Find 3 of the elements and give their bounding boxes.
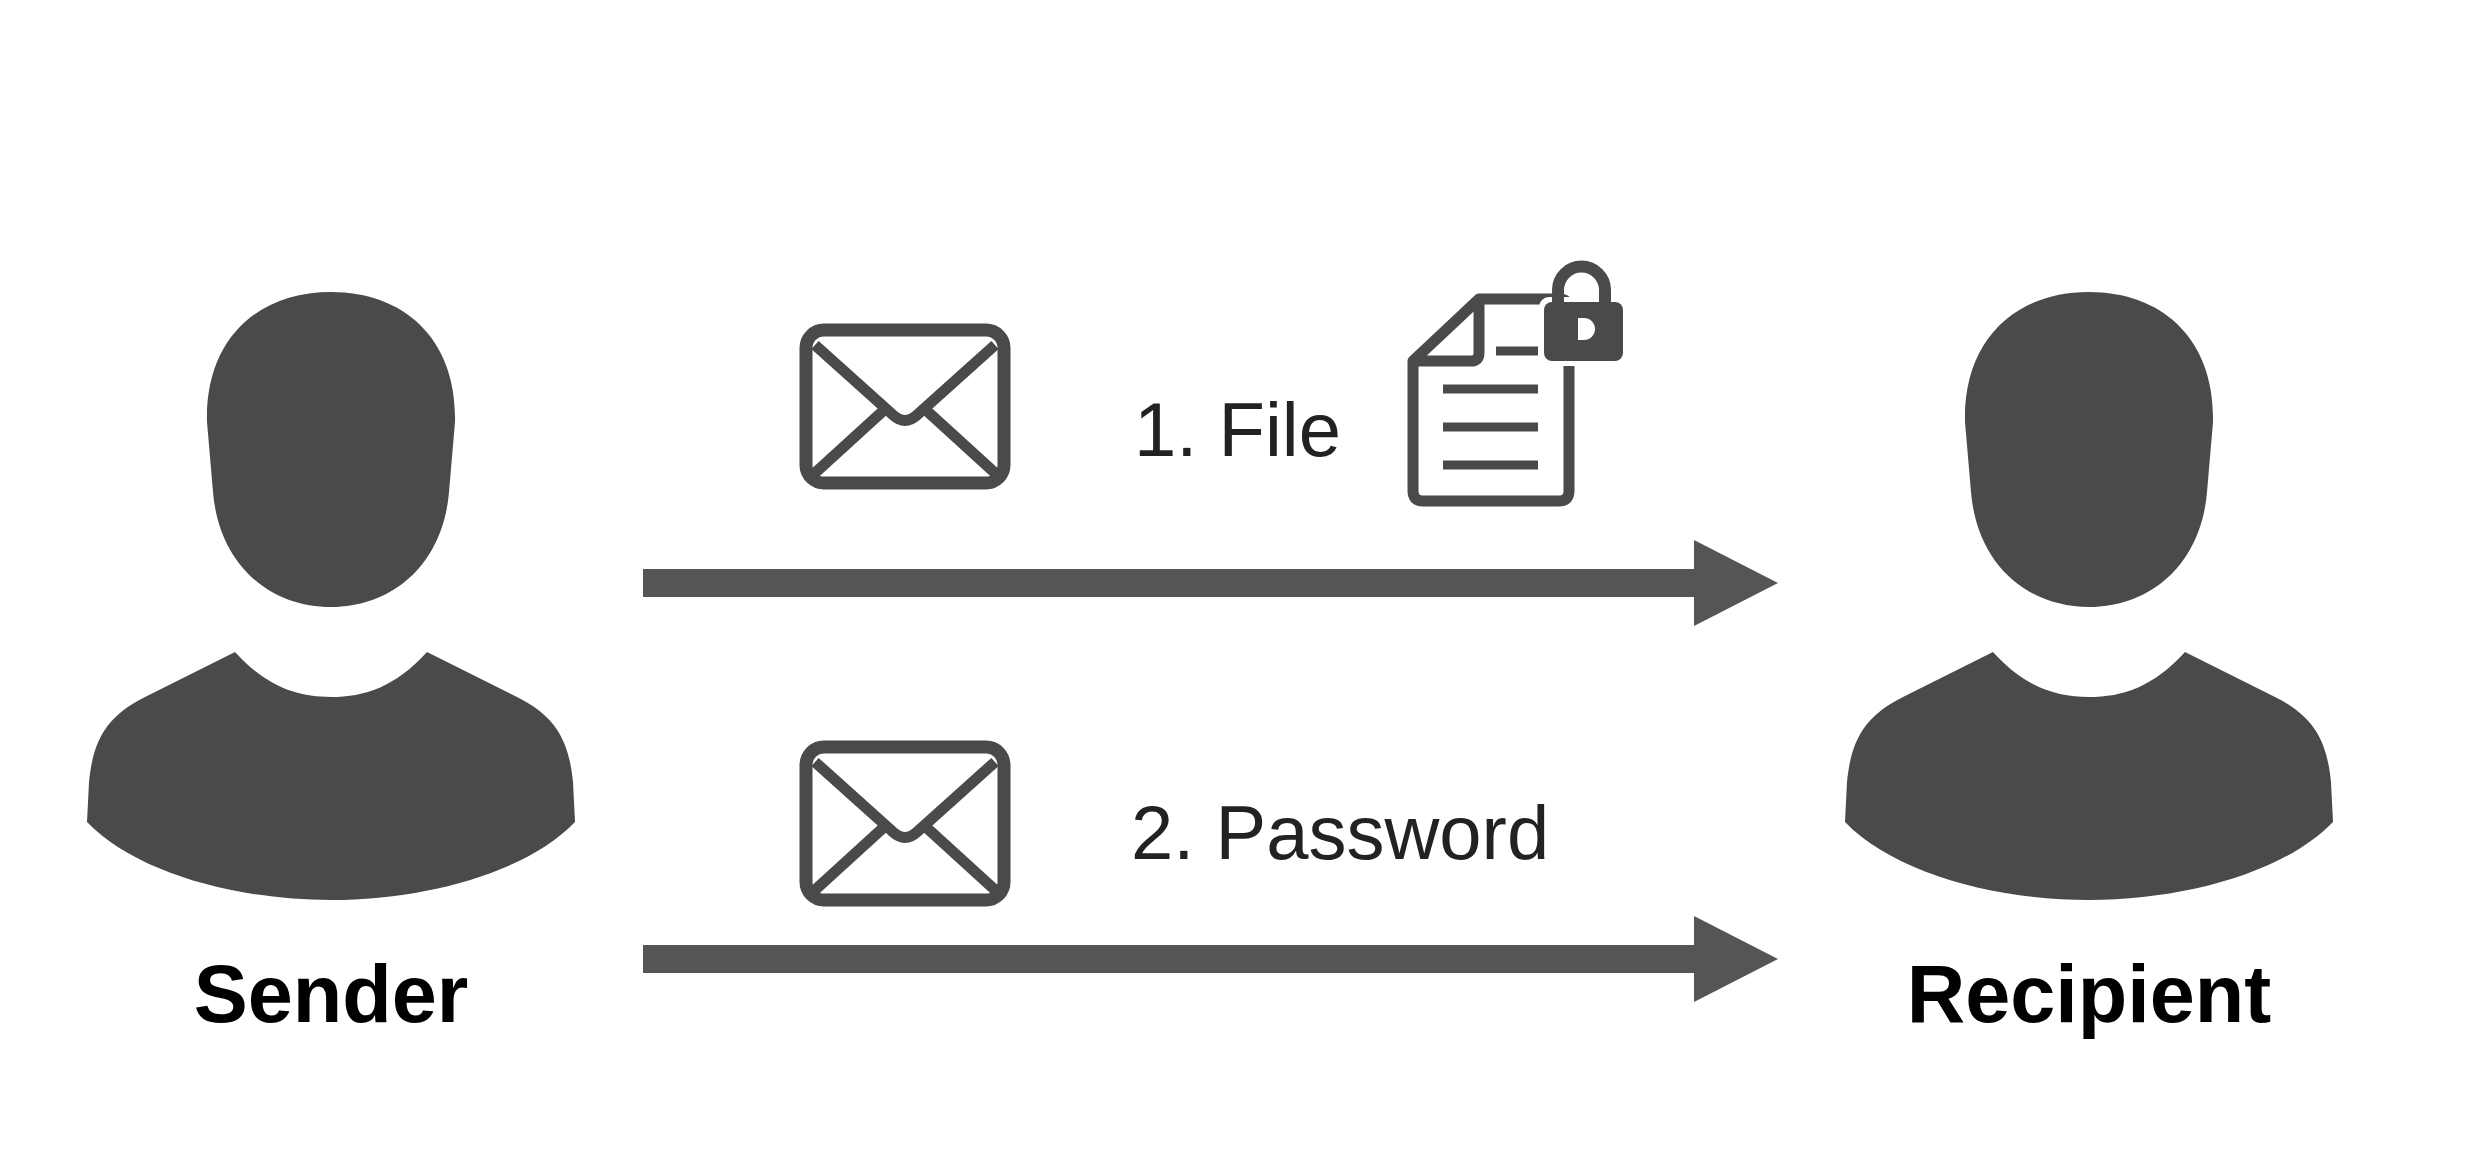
arrow	[643, 540, 1778, 626]
node-label: Sender	[193, 954, 469, 1035]
arrow	[643, 916, 1778, 1002]
